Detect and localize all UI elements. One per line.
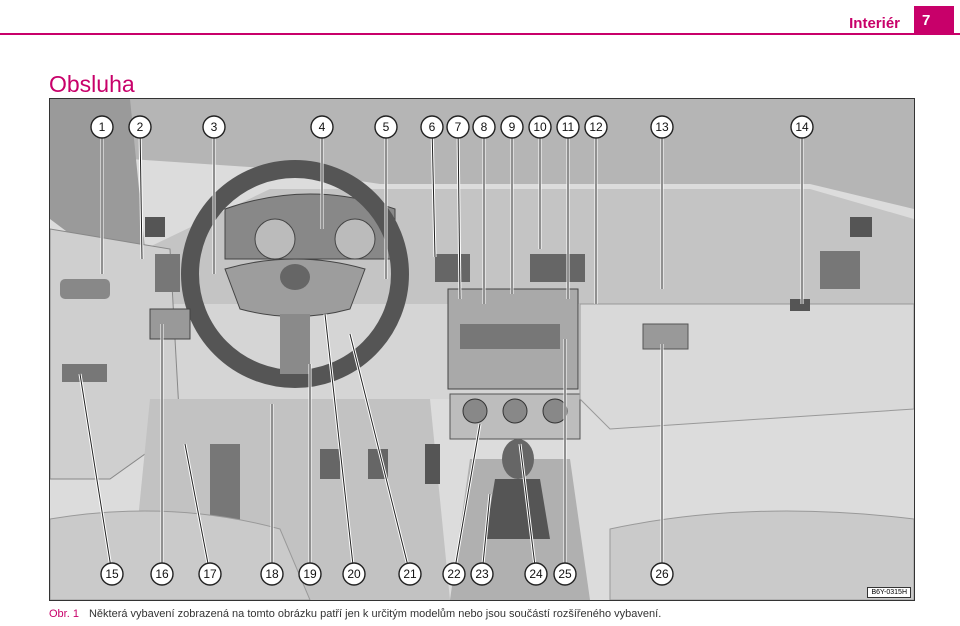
svg-text:3: 3 — [211, 120, 218, 134]
callout-18: 18 — [260, 562, 284, 586]
section-name: Interiér — [849, 15, 900, 32]
svg-text:10: 10 — [533, 120, 547, 134]
svg-text:1: 1 — [99, 120, 106, 134]
callout-14: 14 — [790, 115, 814, 139]
callout-leader-20 — [324, 313, 355, 575]
caption-number: Obr. 1 — [49, 608, 79, 620]
callout-leader-6 — [431, 126, 436, 258]
page-title: Obsluha — [49, 71, 135, 98]
svg-text:12: 12 — [589, 120, 603, 134]
callout-19: 19 — [298, 562, 322, 586]
svg-text:25: 25 — [558, 567, 572, 581]
callout-leader-17 — [184, 443, 211, 575]
callout-leader-23 — [481, 493, 491, 575]
callout-12: 12 — [584, 115, 608, 139]
callout-6: 6 — [420, 115, 444, 139]
callout-leader-22 — [453, 423, 481, 575]
callout-9: 9 — [500, 115, 524, 139]
svg-text:7: 7 — [455, 120, 462, 134]
callout-4: 4 — [310, 115, 334, 139]
svg-text:2: 2 — [137, 120, 144, 134]
figure-code: B6Y-0315H — [867, 587, 911, 598]
callout-leader-15 — [79, 373, 113, 575]
callout-15: 15 — [100, 562, 124, 586]
callout-leader-24 — [519, 443, 537, 575]
callout-1: 1 — [90, 115, 114, 139]
callout-16: 16 — [150, 562, 174, 586]
callout-17: 17 — [198, 562, 222, 586]
callout-leader-21 — [349, 333, 411, 575]
callout-21: 21 — [398, 562, 422, 586]
callout-5: 5 — [374, 115, 398, 139]
callout-leader-7 — [457, 126, 461, 300]
callout-23: 23 — [470, 562, 494, 586]
callout-13: 13 — [650, 115, 674, 139]
svg-text:15: 15 — [105, 567, 119, 581]
page-number: 7 — [922, 12, 931, 29]
svg-text:6: 6 — [429, 120, 436, 134]
callout-22: 22 — [442, 562, 466, 586]
callout-20: 20 — [342, 562, 366, 586]
callout-24: 24 — [524, 562, 548, 586]
svg-text:17: 17 — [203, 567, 217, 581]
svg-text:16: 16 — [155, 567, 169, 581]
callout-leader-2 — [139, 126, 143, 260]
svg-text:14: 14 — [795, 120, 809, 134]
svg-text:13: 13 — [655, 120, 669, 134]
svg-text:5: 5 — [383, 120, 390, 134]
svg-text:18: 18 — [265, 567, 279, 581]
svg-text:26: 26 — [655, 567, 669, 581]
svg-text:20: 20 — [347, 567, 361, 581]
svg-text:23: 23 — [475, 567, 489, 581]
caption-text: Některá vybavení zobrazená na tomto obrá… — [88, 608, 662, 620]
figure-caption: Obr. 1 Některá vybavení zobrazená na tomt… — [49, 608, 661, 620]
callout-3: 3 — [202, 115, 226, 139]
callout-7: 7 — [446, 115, 470, 139]
svg-text:21: 21 — [403, 567, 417, 581]
header-rule — [0, 33, 960, 35]
callout-11: 11 — [556, 115, 580, 139]
page-number-box: 7 — [914, 6, 954, 33]
svg-text:19: 19 — [303, 567, 317, 581]
svg-text:24: 24 — [529, 567, 543, 581]
svg-text:9: 9 — [509, 120, 516, 134]
callout-2: 2 — [128, 115, 152, 139]
callout-10: 10 — [528, 115, 552, 139]
svg-text:11: 11 — [562, 120, 575, 134]
svg-text:8: 8 — [481, 120, 488, 134]
callout-25: 25 — [553, 562, 577, 586]
callout-26: 26 — [650, 562, 674, 586]
callout-8: 8 — [472, 115, 496, 139]
svg-text:22: 22 — [447, 567, 461, 581]
svg-text:4: 4 — [319, 120, 326, 134]
